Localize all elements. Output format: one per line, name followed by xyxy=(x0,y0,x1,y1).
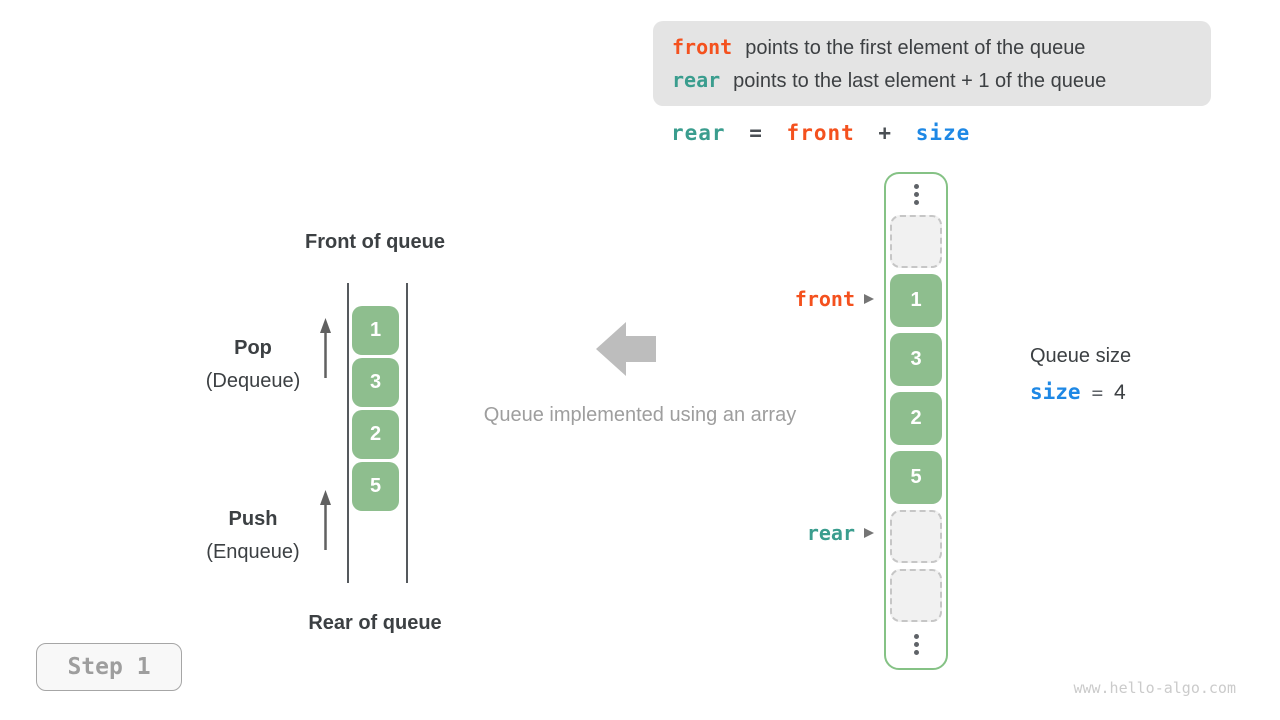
left-block-arrow-icon xyxy=(596,322,656,376)
push-label-group: Push (Enqueue) xyxy=(178,504,328,571)
right-arrow-icon xyxy=(864,528,874,538)
array-implementation-caption: Queue implemented using an array xyxy=(483,404,797,426)
dequeue-label: (Dequeue) xyxy=(205,370,301,392)
front-explanation-line: front points to the first element of the… xyxy=(672,35,1211,60)
dot xyxy=(913,192,919,197)
left-queue-values: 1 3 2 5 xyxy=(352,306,399,511)
equation-plus: + xyxy=(878,121,893,145)
dot xyxy=(913,200,919,205)
equation-rear: rear xyxy=(671,121,726,145)
equation-size: size xyxy=(915,121,971,145)
queue-size-value-line: size = 4 xyxy=(1030,380,1126,405)
front-keyword: front xyxy=(672,34,733,59)
rear-explanation-line: rear points to the last element + 1 of t… xyxy=(672,68,1211,93)
ellipsis-top-icon xyxy=(913,184,919,205)
array-cell-empty xyxy=(890,569,942,622)
array-cell: 3 xyxy=(890,333,942,386)
dot xyxy=(913,184,919,189)
right-arrow-icon xyxy=(864,294,874,304)
step-badge: Step 1 xyxy=(36,643,182,691)
array-cell: 5 xyxy=(890,451,942,504)
pop-up-arrow-icon xyxy=(320,318,331,378)
pop-label-group: Pop (Dequeue) xyxy=(178,333,328,400)
rear-pointer-label: rear xyxy=(806,521,855,545)
queue-size-label: Queue size xyxy=(1030,345,1132,367)
rear-pointer: rear xyxy=(728,521,874,545)
queue-cell: 1 xyxy=(352,306,399,355)
array-cells: 1 3 2 5 xyxy=(890,215,942,622)
equation-equals: = xyxy=(749,121,763,145)
dot xyxy=(913,650,919,655)
size-variable: size xyxy=(1030,380,1081,404)
rear-of-queue-label: Rear of queue xyxy=(308,612,442,634)
queue-cell: 3 xyxy=(352,358,399,407)
front-of-queue-label: Front of queue xyxy=(305,231,445,253)
front-explanation-text: points to the first element of the queue xyxy=(745,36,1086,59)
pointer-explanation-box: front points to the first element of the… xyxy=(653,21,1211,106)
queue-cell: 5 xyxy=(352,462,399,511)
watermark: www.hello-algo.com xyxy=(1073,679,1236,697)
array-cell-rear xyxy=(890,510,942,563)
rear-explanation-text: points to the last element + 1 of the qu… xyxy=(733,69,1107,92)
front-pointer: front xyxy=(728,287,874,311)
ellipsis-bottom-icon xyxy=(913,634,919,655)
front-pointer-label: front xyxy=(794,287,855,311)
array-cell-empty xyxy=(890,215,942,268)
size-value: 4 xyxy=(1114,381,1126,404)
queue-channel-right-line xyxy=(406,283,408,583)
queue-channel-left-line xyxy=(347,283,349,583)
size-equals: = xyxy=(1091,382,1104,404)
dot xyxy=(913,642,919,647)
pop-label: Pop xyxy=(234,337,272,359)
enqueue-label: (Enqueue) xyxy=(206,541,300,563)
rear-keyword: rear xyxy=(672,67,721,92)
push-label: Push xyxy=(228,508,278,530)
rear-front-size-equation: rear = front + size xyxy=(671,121,980,145)
push-up-arrow-icon xyxy=(320,490,331,550)
queue-cell: 2 xyxy=(352,410,399,459)
dot xyxy=(913,634,919,639)
array-cell: 2 xyxy=(890,392,942,445)
array-cell-front: 1 xyxy=(890,274,942,327)
array-container: 1 3 2 5 xyxy=(884,172,948,670)
equation-front: front xyxy=(786,121,855,145)
